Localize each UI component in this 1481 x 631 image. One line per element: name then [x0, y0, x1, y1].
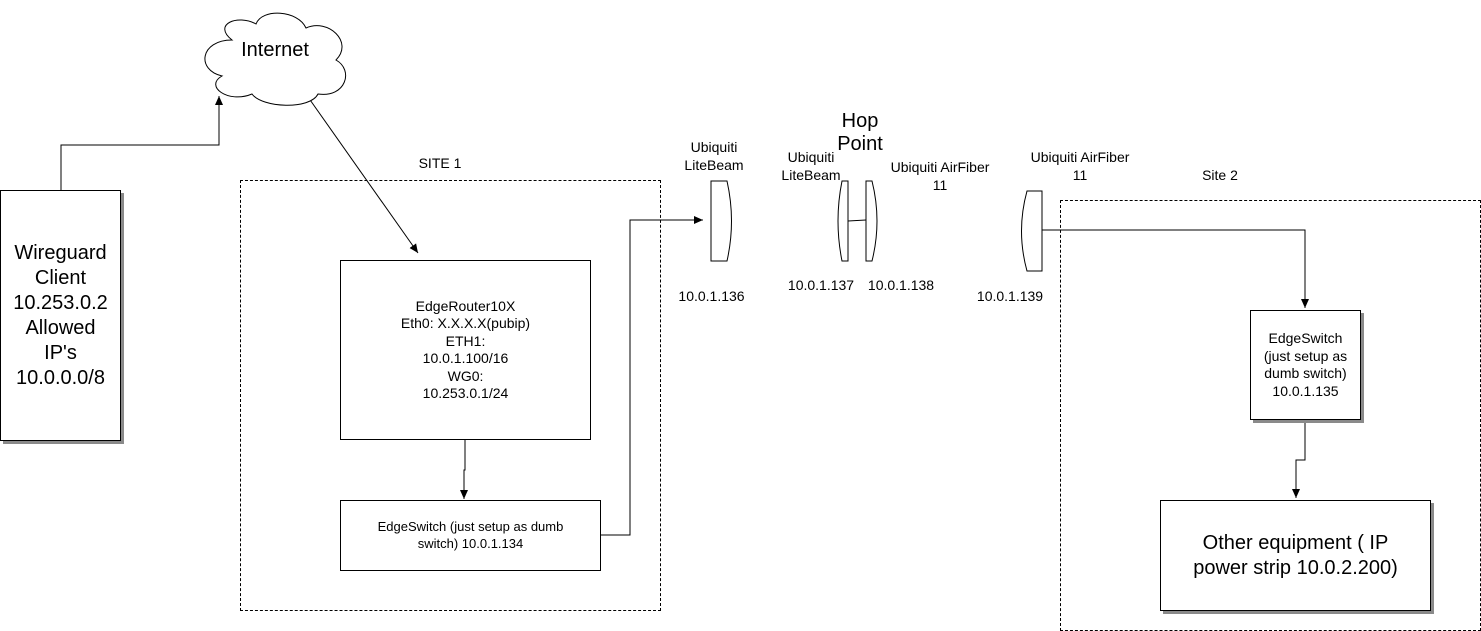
edgerouter-label: EdgeRouter10X Eth0: X.X.X.X(pubip) ETH1:…	[400, 297, 531, 402]
hop-link	[847, 219, 867, 222]
hop-airfiber-dish-icon	[865, 180, 878, 262]
edge-internet-to-router	[307, 96, 419, 254]
airfiber-1-ip: 10.0.1.138	[867, 277, 935, 293]
edgeswitch-site2-label: EdgeSwitch (just setup as dumb switch) 1…	[1263, 330, 1348, 399]
litebeam-2-name: Ubiquiti LiteBeam	[781, 149, 841, 183]
site1-label: SITE 1	[418, 155, 462, 171]
internet-label: Internet	[241, 39, 309, 61]
wireguard-client-label: Wireguard Client 10.253.0.2 Allowed IP's…	[13, 241, 108, 389]
edgeswitch-site1-label: EdgeSwitch (just setup as dumb switch) 1…	[377, 519, 564, 551]
site2-label: Site 2	[1202, 167, 1238, 183]
edge-switch2-to-equipment	[1292, 420, 1306, 498]
airfiber-2-name: Ubiquiti AirFiber 11	[1030, 149, 1130, 183]
wireguard-client-box: Wireguard Client 10.253.0.2 Allowed IP's…	[0, 190, 121, 441]
litebeam-2-ip: 10.0.1.137	[787, 277, 855, 293]
site1-container	[240, 180, 661, 611]
edge-airfiber-to-switch2	[1042, 229, 1309, 308]
edge-router-to-switch1	[460, 440, 468, 499]
airfiber-2-ip: 10.0.1.139	[976, 288, 1044, 304]
edgeswitch-site2-box: EdgeSwitch (just setup as dumb switch) 1…	[1250, 310, 1361, 420]
edge-client-to-internet	[60, 96, 223, 190]
edgeswitch-site1-box: EdgeSwitch (just setup as dumb switch) 1…	[340, 500, 601, 571]
airfiber-dish-icon	[1021, 190, 1043, 272]
litebeam-dish-icon	[710, 180, 732, 262]
edgerouter-box: EdgeRouter10X Eth0: X.X.X.X(pubip) ETH1:…	[340, 260, 591, 440]
edge-switch1-to-litebeam	[600, 216, 703, 536]
hop-point-label: Hop Point	[837, 110, 883, 155]
airfiber-1-name: Ubiquiti AirFiber 11	[890, 159, 990, 193]
other-equipment-label: Other equipment ( IP power strip 10.0.2.…	[1193, 531, 1398, 579]
other-equipment-box: Other equipment ( IP power strip 10.0.2.…	[1160, 500, 1431, 611]
litebeam-1-name: Ubiquiti LiteBeam	[684, 139, 744, 173]
internet-cloud-icon	[204, 12, 347, 106]
hop-litebeam-dish-icon	[837, 180, 849, 262]
litebeam-1-ip: 10.0.1.136	[678, 288, 745, 304]
